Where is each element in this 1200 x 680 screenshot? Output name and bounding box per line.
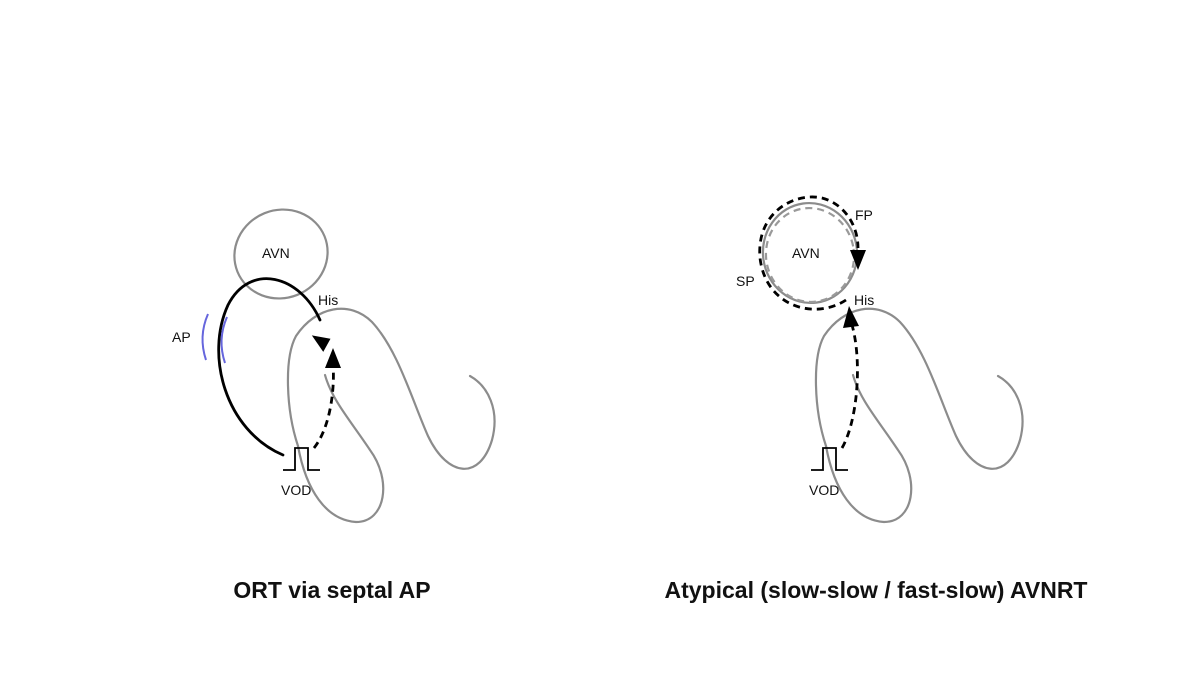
avn-label: AVN bbox=[792, 245, 820, 261]
avnrt-caption: Atypical (slow-slow / fast-slow) AVNRT bbox=[665, 577, 1088, 603]
septal-loop bbox=[296, 373, 385, 524]
avn-label: AVN bbox=[262, 245, 290, 261]
his-label: His bbox=[318, 292, 338, 308]
ap-conduction-path bbox=[217, 277, 322, 457]
avn-inner-track bbox=[764, 206, 856, 304]
vod-stimulus-icon bbox=[283, 447, 320, 471]
fp-arrowhead-icon bbox=[850, 250, 866, 270]
panel-avnrt: AVN FP SP His VOD Atypical (slow-slow / … bbox=[665, 195, 1088, 603]
his-ventricle-curve bbox=[286, 307, 496, 470]
retrograde-arrowhead-icon bbox=[325, 348, 341, 368]
vod-label: VOD bbox=[281, 482, 311, 498]
fp-label: FP bbox=[855, 207, 873, 223]
panel-ort: AVN His AP VOD ORT via septal AP bbox=[172, 208, 496, 603]
vod-stimulus-icon bbox=[811, 447, 848, 471]
ap-block-mark-2 bbox=[220, 316, 228, 364]
ap-label: AP bbox=[172, 329, 191, 345]
reentry-circuit-path bbox=[758, 195, 860, 311]
his-ventricle-curve bbox=[814, 307, 1024, 470]
his-label: His bbox=[854, 292, 874, 308]
ap-arrowhead-icon bbox=[311, 335, 331, 352]
avn-ellipse bbox=[761, 201, 859, 305]
septal-loop bbox=[824, 373, 913, 524]
his-arrowhead-icon bbox=[843, 306, 859, 328]
ap-block-mark-1 bbox=[201, 313, 209, 361]
retrograde-dashed-path bbox=[840, 324, 859, 449]
vod-label: VOD bbox=[809, 482, 839, 498]
ort-caption: ORT via septal AP bbox=[233, 577, 430, 603]
sp-label: SP bbox=[736, 273, 755, 289]
avn-ellipse bbox=[233, 208, 329, 300]
retrograde-dashed-path bbox=[312, 363, 335, 449]
